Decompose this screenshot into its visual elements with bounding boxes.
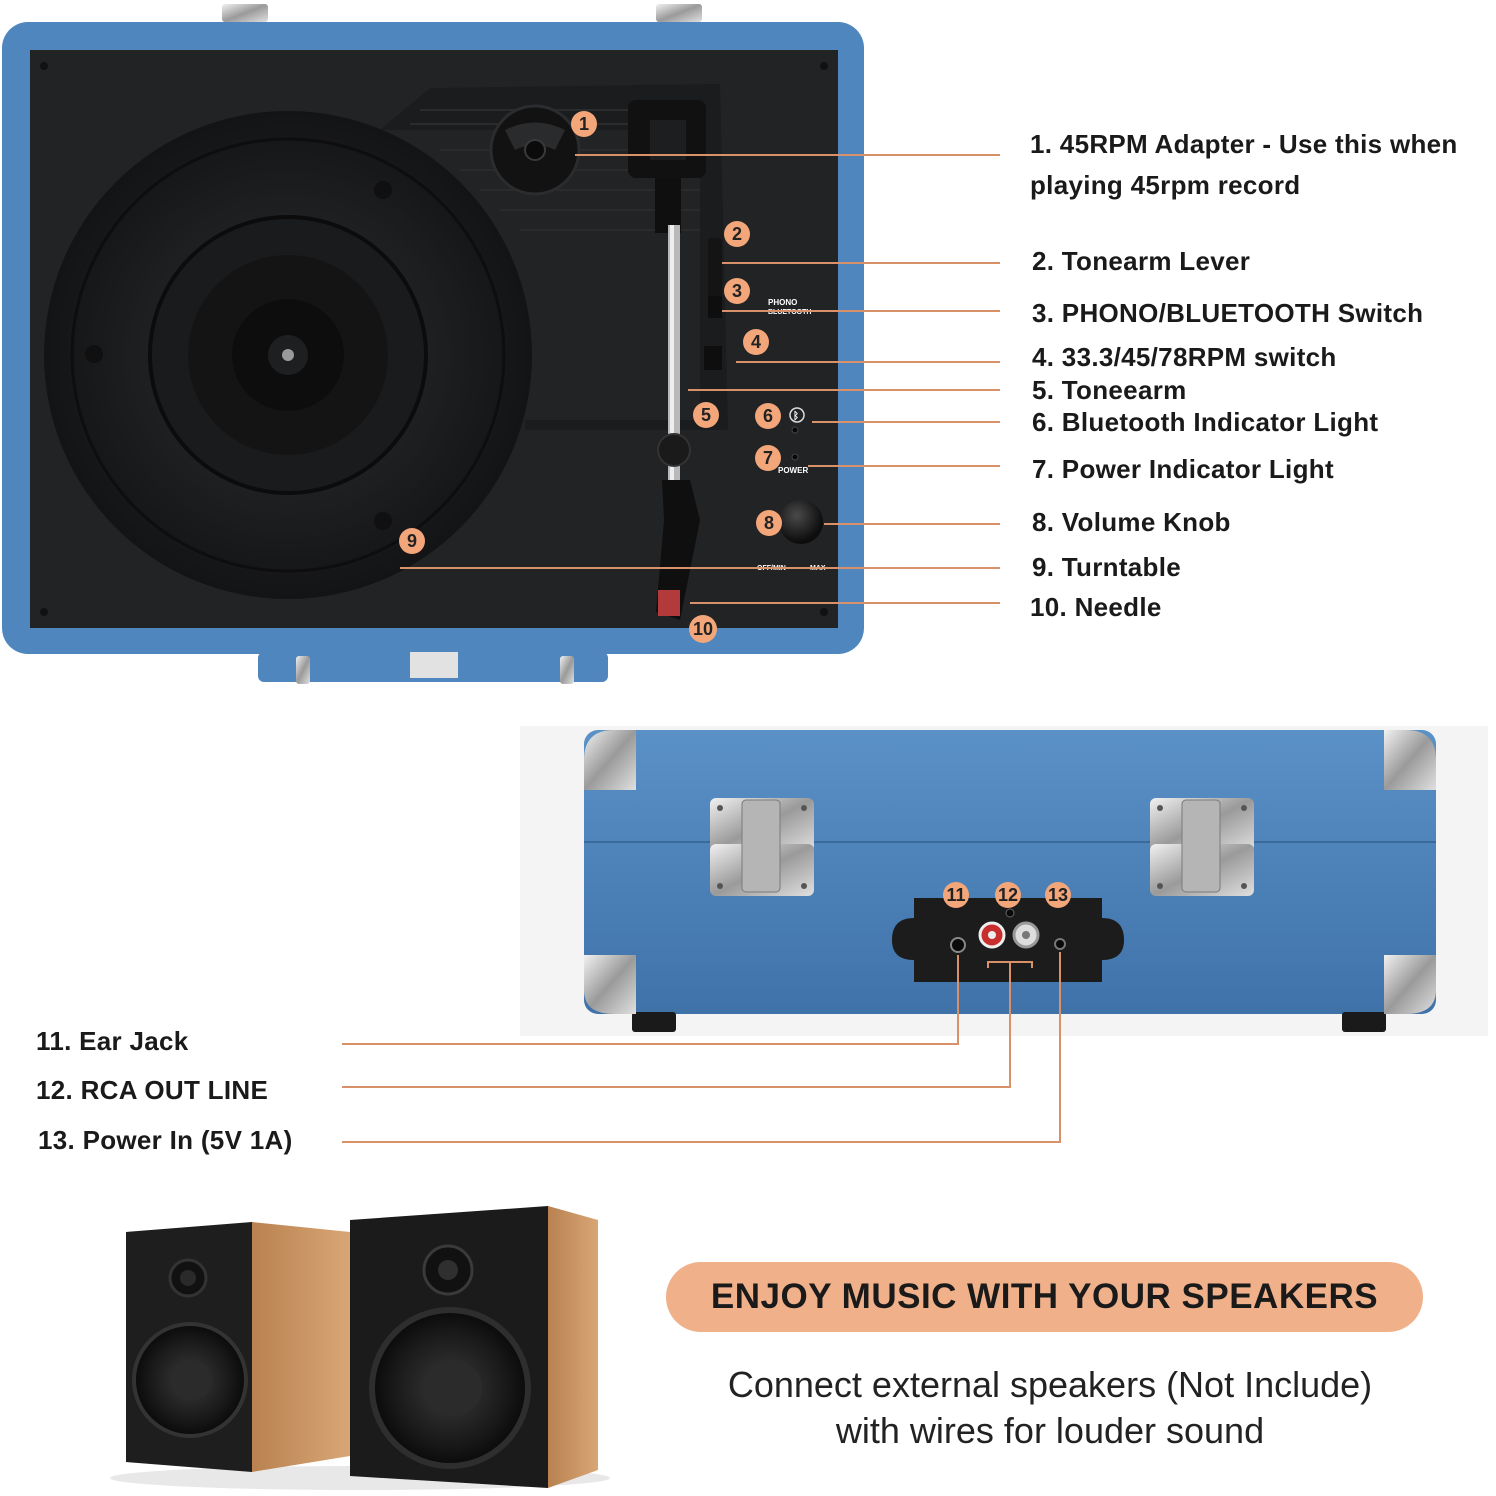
callout-5-label: 5. Toneearm xyxy=(1032,375,1187,405)
callout-13-label: 13. Power In (5V 1A) xyxy=(38,1125,293,1155)
svg-text:13: 13 xyxy=(1048,885,1068,905)
speaker-note-line-2: with wires for louder sound xyxy=(835,1410,1265,1451)
case-latch-left xyxy=(710,798,814,896)
callout-badges-top: 1 2 3 4 5 6 7 8 9 10 xyxy=(399,111,782,643)
callout-3-label: 3. PHONO/BLUETOOTH Switch xyxy=(1032,298,1424,328)
phono-bluetooth-switch xyxy=(708,296,722,318)
label-phono: PHONO xyxy=(768,298,797,307)
top-latch-left xyxy=(222,4,268,22)
rpm-switch xyxy=(704,346,722,370)
speaker-note-line-1: Connect external speakers (Not Include) xyxy=(727,1364,1373,1405)
tonearm-lever xyxy=(708,238,722,298)
svg-text:2: 2 xyxy=(732,224,742,244)
leader-lines-top xyxy=(400,154,1000,604)
callout-4-label: 4. 33.3/45/78RPM switch xyxy=(1032,342,1337,372)
svg-text:7: 7 xyxy=(763,448,773,468)
callout-10-label: 10. Needle xyxy=(1030,592,1162,622)
case-side-view: 11 12 13 xyxy=(342,726,1488,1143)
power-indicator-light xyxy=(791,453,799,461)
svg-text:12: 12 xyxy=(998,885,1018,905)
callout-12-label: 12. RCA OUT LINE xyxy=(36,1075,269,1105)
callout-6-label: 6. Bluetooth Indicator Light xyxy=(1032,407,1379,437)
callout-7-label: 7. Power Indicator Light xyxy=(1032,454,1334,484)
leader-lines-bottom xyxy=(342,952,1061,1143)
case-latch-right xyxy=(1150,798,1254,896)
needle-headshell xyxy=(656,480,700,620)
rear-io-plate xyxy=(892,898,1124,982)
svg-text:ᛒ: ᛒ xyxy=(793,410,799,422)
spindle xyxy=(282,349,294,361)
svg-text:3: 3 xyxy=(732,281,742,301)
callout-2-label: 2. Tonearm Lever xyxy=(1032,246,1251,276)
svg-text:8: 8 xyxy=(764,513,774,533)
svg-text:9: 9 xyxy=(407,531,417,551)
svg-text:10: 10 xyxy=(693,619,713,639)
svg-text:4: 4 xyxy=(751,332,761,352)
svg-text:5: 5 xyxy=(701,405,711,425)
callout-9-label: 9. Turntable xyxy=(1032,552,1182,582)
callout-8-label: 8. Volume Knob xyxy=(1032,507,1231,537)
turntable-top-view: PHONO BLUETOOTH ᛒ POWER OFF/MIN MAX 1 xyxy=(2,4,1000,684)
ear-jack-port xyxy=(950,937,966,953)
svg-text:11: 11 xyxy=(946,885,965,905)
speakers-image xyxy=(110,1206,610,1490)
label-power: POWER xyxy=(778,466,808,475)
label-bluetooth: BLUETOOTH xyxy=(768,309,811,316)
power-in-port xyxy=(1054,938,1066,950)
top-latch-right xyxy=(656,4,702,22)
headline-text: ENJOY MUSIC WITH YOUR SPEAKERS xyxy=(710,1277,1379,1316)
svg-text:6: 6 xyxy=(763,406,773,426)
callout-11-label: 11. Ear Jack xyxy=(36,1026,189,1056)
volume-knob xyxy=(779,500,823,544)
headline-banner: ENJOY MUSIC WITH YOUR SPEAKERS xyxy=(666,1262,1423,1332)
svg-text:1: 1 xyxy=(579,114,589,134)
speaker-note: Connect external speakers (Not Include) … xyxy=(660,1362,1440,1454)
callout-1-label: 1. 45RPM Adapter - Use this when playing… xyxy=(1030,129,1458,200)
bluetooth-indicator-icon xyxy=(789,407,805,423)
